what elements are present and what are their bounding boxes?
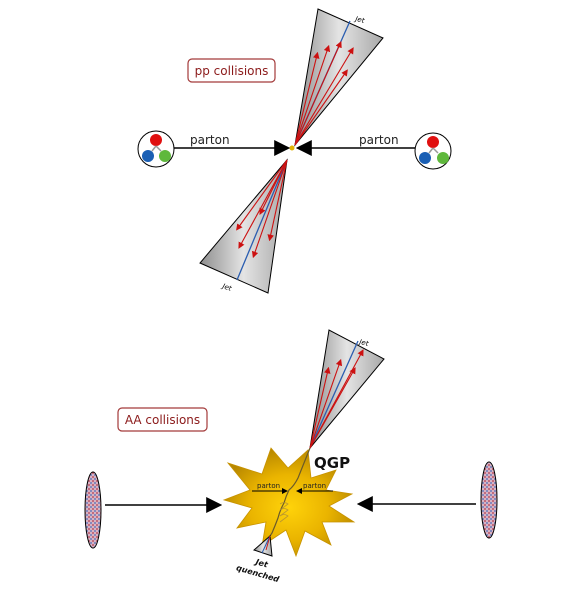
jet-label-bottom: Jet xyxy=(219,282,232,293)
pp-collisions-text: pp collisions xyxy=(195,64,269,78)
proton-right xyxy=(414,132,452,170)
jet-cone-quenched xyxy=(253,534,273,557)
qgp-medium: QGP xyxy=(222,447,356,558)
track-bottom-5 xyxy=(259,159,288,215)
track-aa-1 xyxy=(309,366,331,449)
jet-quenched-label-1: Jet xyxy=(253,557,270,570)
nucleus-left xyxy=(84,471,102,549)
quark-green-left xyxy=(159,150,171,162)
jet-cone-top: Jet xyxy=(294,8,384,147)
quark-red-right xyxy=(427,136,439,148)
small-parton-label-right: parton xyxy=(303,482,326,490)
quark-red-left xyxy=(150,134,162,146)
jet-axis-bottom xyxy=(236,159,288,281)
collision-point-pp xyxy=(289,145,295,151)
quenched-parton-path xyxy=(265,447,311,543)
track-top-2 xyxy=(294,44,331,146)
track-top-1 xyxy=(294,51,320,146)
track-quenched xyxy=(265,535,271,551)
aa-collisions-label: AA collisions xyxy=(117,407,208,432)
track-bottom-4 xyxy=(267,159,288,242)
track-top-5 xyxy=(294,69,348,146)
parton-label-right: parton xyxy=(359,133,399,147)
jet-axis-aa xyxy=(309,340,359,449)
gluon-radiation xyxy=(279,502,289,523)
jet-axis-quenched xyxy=(261,535,271,554)
small-parton-label-left: parton xyxy=(257,482,280,490)
quark-blue-left xyxy=(142,150,154,162)
quark-blue-right xyxy=(419,152,431,164)
track-aa-2 xyxy=(309,358,343,449)
qgp-label: QGP xyxy=(314,454,350,472)
pp-section: pp collisions Jet xyxy=(137,8,452,294)
track-top-4 xyxy=(294,47,354,146)
track-top-3 xyxy=(294,40,342,146)
track-aa-4 xyxy=(309,349,364,449)
jet-cone-aa: Jet xyxy=(309,329,385,450)
jet-label-aa: Jet xyxy=(357,338,370,348)
pp-collisions-label: pp collisions xyxy=(187,58,276,83)
aa-collisions-text: AA collisions xyxy=(125,413,200,427)
jet-cone-bottom: Jet xyxy=(199,158,288,294)
quark-green-right xyxy=(437,152,449,164)
aa-section: AA collisions Jet QGP parton parton xyxy=(84,329,498,584)
jet-label-top: Jet xyxy=(353,15,366,25)
nucleus-right xyxy=(480,461,498,539)
track-bottom-1 xyxy=(236,159,288,231)
proton-left xyxy=(137,130,175,168)
track-bottom-2 xyxy=(238,159,288,249)
parton-label-left: parton xyxy=(190,133,230,147)
track-bottom-3 xyxy=(251,159,288,259)
